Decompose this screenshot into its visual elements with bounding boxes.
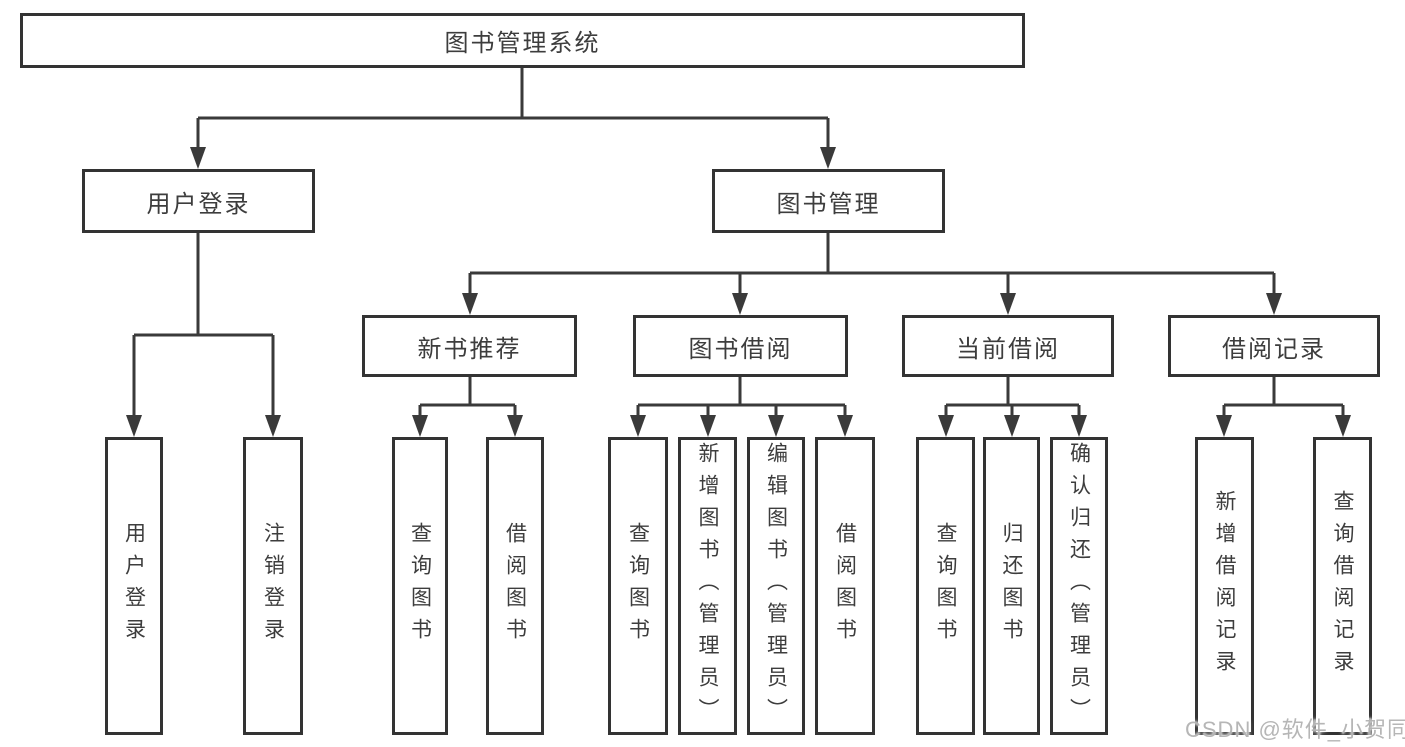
leaf-records-query: 查询借阅记录 [1313,437,1372,735]
leaf-borrow-query: 查询图书 [608,437,668,735]
arrowhead-icon [1216,415,1232,437]
branch-borrow-records-to-leaves [1222,377,1345,420]
leaf-user-login-label: 用户登录 [122,522,146,650]
node-book-mgmt: 图书管理 [712,169,945,233]
arrowhead-icon [265,415,281,437]
node-user-login: 用户登录 [82,169,315,233]
node-borrow-records-label: 借阅记录 [1222,335,1326,363]
node-new-book-label: 新书推荐 [417,335,522,363]
leaf-newbook-query: 查询图书 [392,437,448,735]
arrowhead-icon [630,415,646,437]
arrowhead-icon [1266,293,1282,315]
node-current-borrow: 当前借阅 [902,315,1114,377]
branch-new-book-to-leaves [418,377,517,420]
leaf-newbook-borrow: 借阅图书 [486,437,544,735]
leaf-borrow-add: 新增图书（管理员） [678,437,737,735]
leaf-borrow-borrow-label: 借阅图书 [833,522,857,650]
arrowhead-icon [1004,415,1020,437]
node-new-book: 新书推荐 [362,315,577,377]
branch-current-borrow-to-leaves [944,377,1081,420]
leaf-records-query-label: 查询借阅记录 [1331,490,1354,682]
arrowhead-icon [700,415,716,437]
node-root: 图书管理系统 [20,13,1025,68]
leaf-current-query-label: 查询图书 [934,522,957,650]
leaf-logout: 注销登录 [243,437,303,735]
node-book-mgmt-label: 图书管理 [776,190,881,218]
csdn-watermark: CSDN @软件_小贺同学 [1185,717,1405,742]
arrowhead-icon [1071,415,1087,437]
leaf-borrow-edit: 编辑图书（管理员） [747,437,805,735]
arrowhead-icon [190,147,206,169]
arrowhead-icon [412,415,428,437]
arrowhead-icon [1000,293,1016,315]
node-book-borrow: 图书借阅 [633,315,848,377]
arrowhead-icon [837,415,853,437]
leaf-records-add: 新增借阅记录 [1195,437,1254,735]
leaf-current-confirm-label: 确认归还（管理员） [1067,442,1091,730]
arrowhead-icon [732,293,748,315]
leaf-borrow-edit-label: 编辑图书（管理员） [764,442,788,730]
leaf-borrow-borrow: 借阅图书 [815,437,875,735]
branch-root-to-level2 [196,68,830,150]
node-borrow-records: 借阅记录 [1168,315,1380,377]
leaf-records-add-label: 新增借阅记录 [1213,490,1236,682]
branch-book-borrow-to-leaves [636,377,847,420]
node-current-borrow-label: 当前借阅 [956,335,1060,363]
leaf-newbook-query-label: 查询图书 [408,522,432,650]
leaf-current-return-label: 归还图书 [1000,522,1023,650]
arrowhead-icon [820,147,836,169]
leaf-borrow-add-label: 新增图书（管理员） [696,442,719,730]
leaf-user-login: 用户登录 [105,437,163,735]
leaf-logout-label: 注销登录 [261,522,285,650]
arrowhead-icon [1335,415,1351,437]
arrowhead-icon [938,415,954,437]
leaf-current-return: 归还图书 [983,437,1040,735]
arrowhead-icon [768,415,784,437]
leaf-borrow-query-label: 查询图书 [626,522,650,650]
arrowhead-icon [462,293,478,315]
arrowheads [126,147,1351,437]
leaf-current-query: 查询图书 [916,437,975,735]
leaf-current-confirm: 确认归还（管理员） [1050,437,1108,735]
arrowhead-icon [507,415,523,437]
node-root-label: 图书管理系统 [444,30,601,57]
arrowhead-icon [126,415,142,437]
leaf-newbook-borrow-label: 借阅图书 [503,522,527,650]
branch-user-login-to-leaves [132,233,275,420]
branch-book-mgmt-to-level3 [468,233,1276,298]
node-book-borrow-label: 图书借阅 [688,335,793,363]
node-user-login-label: 用户登录 [146,190,251,218]
